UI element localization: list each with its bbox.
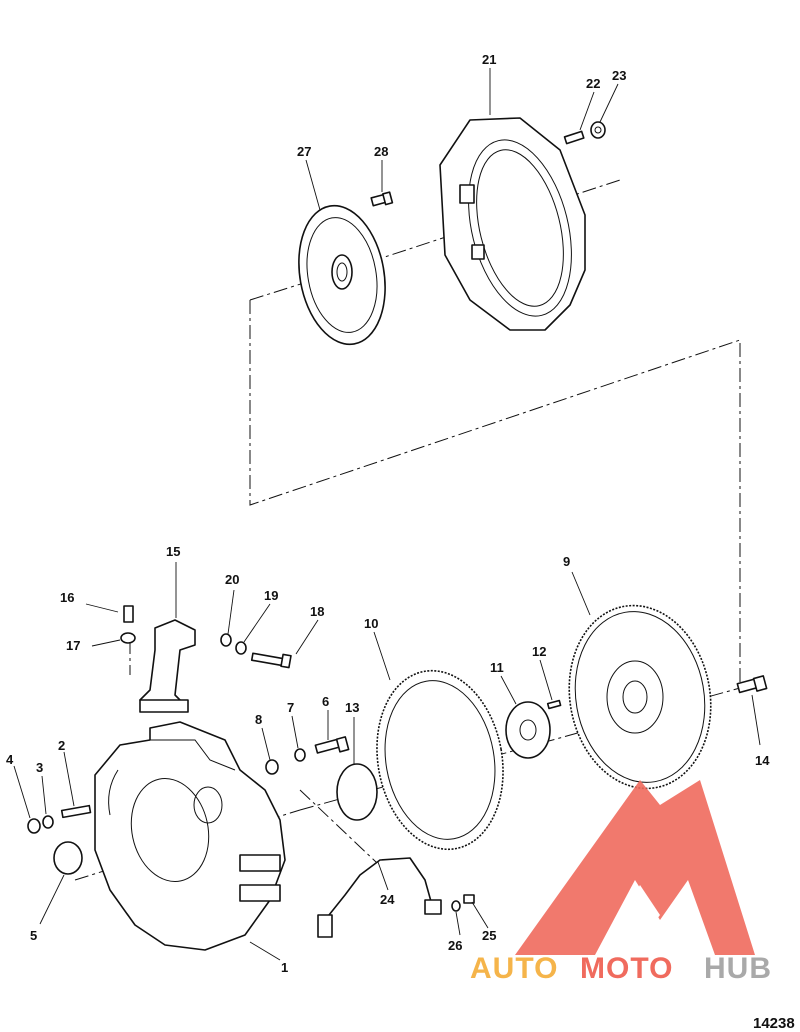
callout-8: 8 (255, 712, 262, 727)
callout-19: 19 (264, 588, 278, 603)
screw-28 (370, 191, 394, 207)
screw-16 (123, 605, 134, 623)
nut-4 (27, 818, 41, 834)
sensor-24 (317, 857, 442, 938)
callout-12: 12 (532, 644, 546, 659)
figure-number: 14238 (753, 1015, 795, 1032)
callout-22: 22 (586, 76, 600, 91)
callout-1: 1 (281, 960, 288, 975)
callout-labels: 1 2 3 4 5 6 7 8 9 10 11 12 13 14 15 16 1… (6, 52, 770, 975)
watermark-auto: AUTO (470, 952, 558, 985)
callout-2: 2 (58, 738, 65, 753)
stud-2 (60, 804, 92, 819)
leader-lines (13, 68, 761, 961)
mount-bracket (139, 619, 196, 713)
nut-23 (590, 121, 606, 139)
hub (505, 701, 551, 759)
callout-15: 15 (166, 544, 180, 559)
flywheel (568, 604, 712, 790)
drive-plate (298, 204, 386, 346)
callout-25: 25 (482, 928, 496, 943)
stud-22 (563, 130, 585, 145)
callout-13: 13 (345, 700, 359, 715)
o-ring-5 (53, 841, 83, 875)
callout-3: 3 (36, 760, 43, 775)
dowel-12 (546, 699, 562, 710)
watermark-moto: MOTO (580, 952, 673, 985)
watermark-hub: HUB (704, 952, 772, 985)
bell-housing-adaptor (439, 117, 586, 331)
callout-6: 6 (322, 694, 329, 709)
ring-gear (376, 669, 504, 851)
washer-20 (220, 633, 232, 647)
screw-6 (314, 736, 350, 754)
washer-8 (265, 759, 279, 775)
callout-27: 27 (297, 144, 311, 159)
washer-3 (42, 815, 54, 829)
callout-24: 24 (380, 892, 395, 907)
watermark-logo (515, 780, 755, 955)
flywheel-housing (94, 721, 286, 951)
washer-26 (451, 900, 461, 912)
bolt-18 (250, 652, 292, 669)
o-ring-13 (336, 763, 378, 821)
callout-23: 23 (612, 68, 626, 83)
callout-16: 16 (60, 590, 74, 605)
callout-21: 21 (482, 52, 496, 67)
callout-17: 17 (66, 638, 80, 653)
callout-28: 28 (374, 144, 388, 159)
bolt-14 (736, 675, 768, 694)
callout-26: 26 (448, 938, 462, 953)
washer-17 (120, 632, 136, 644)
callout-9: 9 (563, 554, 570, 569)
washer-19 (235, 641, 247, 655)
callout-10: 10 (364, 616, 378, 631)
washer-7 (294, 748, 306, 762)
callout-20: 20 (225, 572, 239, 587)
callout-18: 18 (310, 604, 324, 619)
callout-11: 11 (490, 660, 504, 675)
callout-4: 4 (6, 752, 14, 767)
callout-14: 14 (755, 753, 770, 768)
screw-25 (463, 894, 475, 904)
callout-5: 5 (30, 928, 37, 943)
callout-7: 7 (287, 700, 294, 715)
